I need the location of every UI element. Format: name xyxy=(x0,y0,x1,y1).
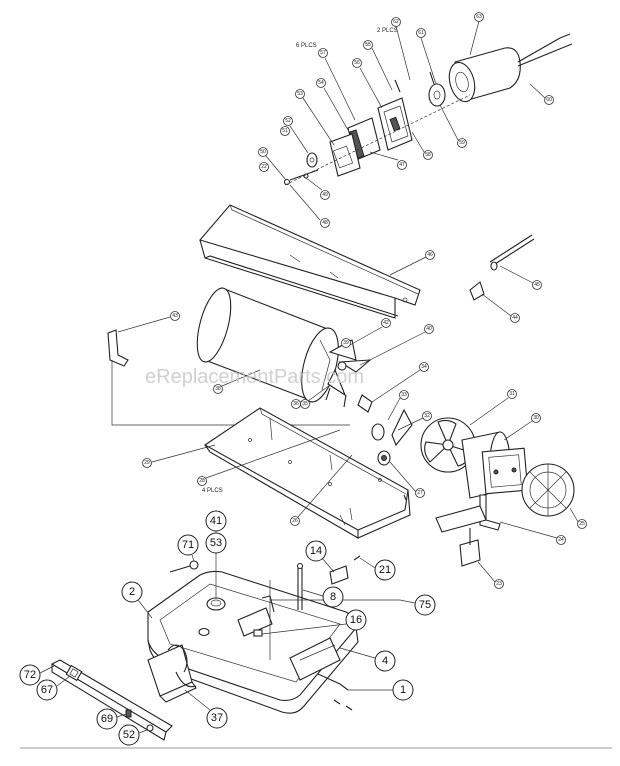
callout-49: 49 xyxy=(322,192,328,198)
callout-57: 57 xyxy=(320,50,326,56)
lower-housing xyxy=(203,407,413,539)
callout-60: 60 xyxy=(546,97,552,103)
callout-67: 67 xyxy=(41,684,53,696)
callout-28: 28 xyxy=(199,478,205,484)
callout-75: 75 xyxy=(419,599,431,611)
callout-47s: 47 xyxy=(399,162,405,168)
callout-52: 52 xyxy=(123,729,135,741)
callout-63: 63 xyxy=(476,14,482,20)
callout-21: 21 xyxy=(379,564,391,576)
combustion-chamber xyxy=(196,287,339,403)
callout-23: 23 xyxy=(496,581,502,587)
callout-38: 38 xyxy=(215,386,221,392)
callout-26: 26 xyxy=(292,518,298,524)
callout-8: 8 xyxy=(330,591,336,603)
callout-40: 40 xyxy=(426,326,432,332)
callout-54: 54 xyxy=(318,80,324,86)
callout-39: 39 xyxy=(343,340,349,346)
callout-27: 27 xyxy=(417,490,423,496)
callout-22: 22 xyxy=(261,164,267,170)
callout-44: 44 xyxy=(512,315,518,321)
callout-31: 31 xyxy=(509,391,515,397)
small-callouts: 63 62 61 60 59 58 57 56 55 54 53 52 xyxy=(117,12,587,589)
callout-25: 25 xyxy=(579,521,585,527)
callout-45: 45 xyxy=(534,282,540,288)
callout-69: 69 xyxy=(101,713,113,725)
callout-32: 32 xyxy=(424,413,430,419)
callout-55: 55 xyxy=(365,42,371,48)
fuel-tank-base xyxy=(147,555,400,714)
control-panel xyxy=(50,644,197,741)
callout-2: 2 xyxy=(129,586,135,598)
callout-34: 34 xyxy=(421,364,427,370)
callout-61: 61 xyxy=(418,30,424,36)
callout-24: 24 xyxy=(558,537,564,543)
callout-36: 36 xyxy=(293,401,299,407)
callout-53s: 53 xyxy=(297,91,303,97)
callout-33: 33 xyxy=(401,392,407,398)
callout-62: 62 xyxy=(393,19,399,25)
callout-71: 71 xyxy=(182,539,194,551)
callout-51: 51 xyxy=(282,128,288,134)
callout-1: 1 xyxy=(400,684,406,696)
callout-41: 41 xyxy=(210,515,222,527)
callout-56: 56 xyxy=(354,60,360,66)
motor-assembly xyxy=(283,33,573,186)
callout-42: 42 xyxy=(383,320,389,326)
callout-53: 53 xyxy=(210,537,222,549)
callout-4: 4 xyxy=(382,655,388,667)
upper-housing xyxy=(199,204,421,319)
large-callouts: 71 41 53 2 14 21 8 75 16 4 72 67 xyxy=(19,510,436,746)
callout-30: 30 xyxy=(533,415,539,421)
callout-16: 16 xyxy=(350,614,362,626)
fan-motor-assembly xyxy=(420,417,575,567)
callout-37: 37 xyxy=(211,712,223,724)
callout-50: 50 xyxy=(260,149,266,155)
ignitor-rod xyxy=(469,234,535,301)
note-6-plcs: 6 PLCS xyxy=(296,43,317,49)
callout-14: 14 xyxy=(310,545,322,557)
callout-58: 58 xyxy=(425,152,431,158)
callout-72: 72 xyxy=(24,669,36,681)
callout-52s: 52 xyxy=(285,118,291,124)
callout-35: 35 xyxy=(302,401,308,407)
watermark-text: eReplacementParts.com xyxy=(145,366,364,388)
callout-43: 43 xyxy=(172,313,178,319)
note-2-plcs: 2 PLCS xyxy=(377,28,398,34)
callout-48: 48 xyxy=(322,220,328,226)
note-4-plcs: 4 PLCS xyxy=(202,488,223,494)
callout-46: 46 xyxy=(427,252,433,258)
callout-29: 29 xyxy=(144,460,150,466)
callout-59: 59 xyxy=(459,140,465,146)
